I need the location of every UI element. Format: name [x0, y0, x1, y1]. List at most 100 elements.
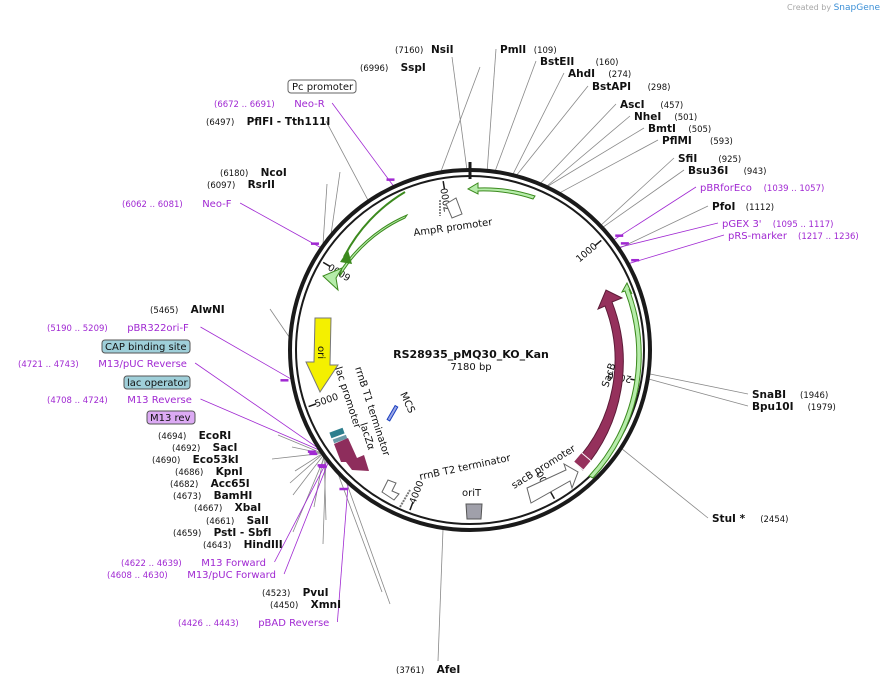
leader-rsrii [322, 183, 328, 245]
rrnb-t2-terminator-mark[interactable] [381, 479, 400, 501]
leader-lines [194, 48, 749, 662]
leader-afei [437, 528, 444, 662]
leader-xbai [313, 456, 324, 508]
primer-m13-forward[interactable]: M13 Forward [201, 558, 266, 569]
primer-m13-reverse[interactable]: M13 Reverse [127, 395, 192, 406]
leader-kpni [294, 453, 323, 472]
enzyme-alwni[interactable]: AlwNI [191, 304, 225, 316]
enzyme-pos-snabi: (1946) [800, 391, 828, 401]
feature-label-ori: ori [315, 346, 326, 359]
tick-4000 [409, 502, 414, 511]
enzyme-pos-rsrii: (6097) [207, 181, 235, 191]
enzyme-asci[interactable]: AscI [620, 99, 645, 111]
enzyme-saci[interactable]: SacI [213, 442, 238, 454]
enzyme-xmni[interactable]: XmnI [311, 599, 341, 611]
lacz-arrow[interactable] [334, 438, 369, 471]
enzyme-snabi[interactable]: SnaBI [752, 389, 786, 401]
primer-pbrforeco[interactable]: pBRforEco [700, 183, 752, 194]
neor-kanr-arrow[interactable] [322, 213, 409, 292]
enzyme-bmti[interactable]: BmtI [648, 123, 676, 135]
primer-range-neo-r: (6672 .. 6691) [214, 100, 275, 110]
boxed-feature-pc-promoter[interactable]: Pc promoter [287, 79, 357, 94]
enzyme-pflmi[interactable]: PflMI [662, 135, 692, 147]
primer-leader-m13-forward [274, 460, 328, 563]
enzyme-pos-saci: (4692) [172, 444, 200, 454]
enzyme-pflfi-tth111i[interactable]: PflFI - Tth111I [247, 116, 331, 128]
primer-leader-m13-puc-forward [283, 462, 329, 575]
enzyme-bpu10i[interactable]: Bpu10I [752, 401, 794, 413]
primer-m13-puc-forward[interactable]: M13/pUC Forward [187, 570, 276, 581]
enzyme-kpni[interactable]: KpnI [216, 466, 243, 478]
orit-marker[interactable] [465, 503, 483, 520]
enzyme-rsrii[interactable]: RsrII [248, 179, 275, 191]
primer-pbad-reverse[interactable]: pBAD Reverse [258, 618, 329, 629]
enzyme-ncoi[interactable]: NcoI [261, 167, 287, 179]
lac-operator-mark [332, 434, 348, 444]
boxed-feature-lac-operator[interactable]: lac operator [123, 375, 191, 390]
right-orf-arrow[interactable] [588, 281, 642, 479]
leader-bsu36i [602, 169, 685, 228]
enzyme-pos-pflfi-tth111i: (6497) [206, 118, 234, 128]
leader-ahdi [512, 72, 565, 175]
ampr-promoter-arrow[interactable] [445, 197, 463, 219]
primer-prs-marker[interactable]: pRS-marker [728, 231, 788, 242]
primer-leader-pbr322ori-f [200, 326, 292, 380]
feature-label-orit: oriT [462, 488, 482, 499]
boxed-feature-m13-rev[interactable]: M13 rev [146, 410, 196, 425]
enzyme-pmli[interactable]: PmlI [500, 44, 526, 56]
sacb-promoter-arrow[interactable] [526, 462, 579, 504]
enzyme-pos-acc65i: (4682) [170, 480, 198, 490]
enzyme-eco53ki[interactable]: Eco53kI [193, 454, 239, 466]
enzyme-pvui[interactable]: PvuI [303, 587, 329, 599]
top-orf-arrow[interactable] [466, 182, 536, 200]
enzyme-bstapi[interactable]: BstAPI [592, 81, 631, 93]
enzyme-nhei[interactable]: NheI [634, 111, 661, 123]
enzyme-nsii[interactable]: NsiI [431, 44, 454, 56]
enzyme-pos-kpni: (4686) [175, 468, 203, 478]
enzyme-hindiii[interactable]: HindIII [244, 539, 283, 551]
primer-neo-r[interactable]: Neo-R [294, 99, 325, 110]
primer-neo-f[interactable]: Neo-F [202, 199, 232, 210]
leader-ncoi [330, 171, 341, 235]
enzyme-pos-alwni: (5465) [150, 306, 178, 316]
primer-m13-puc-reverse[interactable]: M13/pUC Reverse [98, 359, 187, 370]
primer-range-pbrforeco: (1039 .. 1057) [764, 184, 825, 194]
enzyme-pos-sali: (4661) [206, 517, 234, 527]
enzyme-bsu36i[interactable]: Bsu36I [688, 165, 728, 177]
enzyme-stui[interactable]: StuI * [712, 513, 746, 525]
lac-operator-box [123, 375, 191, 390]
feature-label-ampr-promoter: AmpR promoter [413, 217, 494, 239]
tick-7000 [442, 180, 446, 190]
enzyme-pos-bmti: (505) [688, 125, 711, 135]
enzyme-sfii[interactable]: SfiI [678, 153, 697, 165]
enzyme-xbai[interactable]: XbaI [235, 502, 262, 514]
primer-range-m13-reverse: (4708 .. 4724) [47, 396, 108, 406]
enzyme-pfoi[interactable]: PfoI [712, 201, 735, 213]
primer-pgex-3[interactable]: pGEX 3' [722, 219, 762, 230]
enzyme-pos-ecori: (4694) [158, 432, 186, 442]
cap-binding-site-box [101, 339, 191, 354]
mcs-marker[interactable] [386, 404, 399, 422]
ori-arrow[interactable] [305, 317, 339, 394]
tick-label-5000: 5000 [313, 392, 339, 410]
primer-pbr322ori-f[interactable]: pBR322ori-F [127, 323, 189, 334]
enzyme-ahdi[interactable]: AhdI [568, 68, 595, 80]
enzyme-bamhi[interactable]: BamHI [214, 490, 253, 502]
primer-leader-m13-reverse [200, 398, 320, 451]
enzyme-pos-bsteii: (160) [596, 58, 619, 68]
boxed-feature-cap-binding-site[interactable]: CAP binding site [101, 339, 191, 354]
lac-operator-label: lac operator [127, 378, 188, 389]
enzyme-afei[interactable]: AfeI [437, 664, 461, 676]
tick-3000 [549, 491, 556, 500]
leader-alwni [269, 308, 290, 338]
enzyme-bsteii[interactable]: BstEII [540, 56, 574, 68]
leader-asci [540, 103, 617, 184]
enzyme-acc65i[interactable]: Acc65I [211, 478, 250, 490]
sacb-arrow[interactable] [574, 289, 624, 471]
enzyme-sspi[interactable]: SspI [401, 62, 426, 74]
primer-leader-pgex-3 [618, 222, 719, 248]
enzyme-ecori[interactable]: EcoRI [199, 430, 232, 442]
enzyme-sali[interactable]: SalI [247, 515, 269, 527]
enzyme-pos-bstapi: (298) [648, 83, 671, 93]
enzyme-psti-sbfi[interactable]: PstI - SbfI [214, 527, 272, 539]
